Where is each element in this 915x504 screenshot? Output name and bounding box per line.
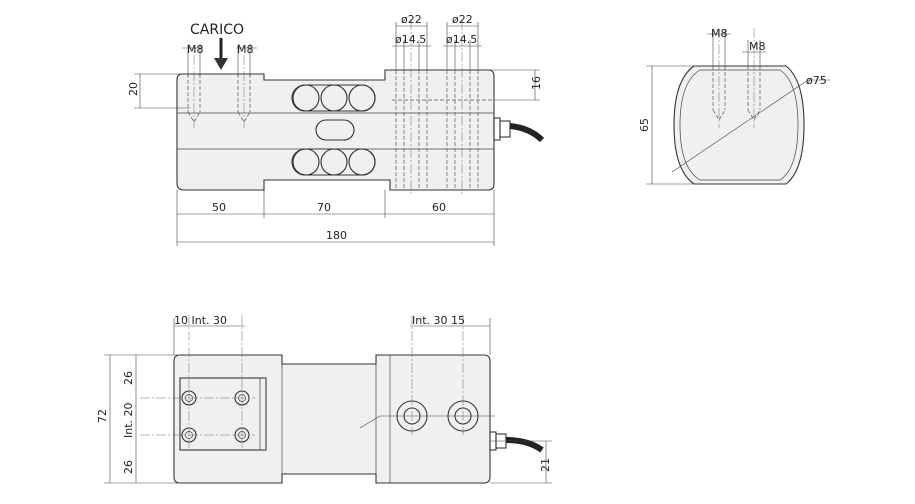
- bottom-int30-15-label: Int. 30 15: [412, 314, 465, 327]
- front-diameter-dims: [392, 22, 482, 70]
- side-m8-label-b: M8: [749, 40, 766, 53]
- front-m8-label-b: M8: [237, 43, 254, 56]
- bottom-h21-label: 21: [539, 458, 552, 472]
- bottom-view: 10 Int. 30 Int. 30 15 72 26 Int. 20 26 2…: [96, 314, 552, 484]
- front-w180-label: 180: [326, 229, 347, 242]
- binocular-cutout: [291, 84, 376, 176]
- front-w50-label: 50: [212, 201, 226, 214]
- load-label: CARICO: [190, 22, 244, 38]
- front-h20-label: 20: [127, 82, 140, 96]
- side-d75-label: ø75: [806, 74, 827, 87]
- bottom-h72-label: 72: [96, 409, 109, 423]
- front-view: CARICO M8 M8 ø22 ø22 ø: [127, 13, 545, 246]
- load-arrow: [214, 38, 228, 70]
- front-d22-label-b: ø22: [452, 13, 473, 26]
- front-d145-label-b: ø14.5: [446, 33, 477, 46]
- side-view: ø75 M8 M8 65: [638, 27, 830, 185]
- front-left-holes: [187, 55, 251, 128]
- bottom-body: [173, 354, 491, 484]
- front-w70-label: 70: [317, 201, 331, 214]
- side-m8-label-a: M8: [711, 27, 728, 40]
- front-width-dims: [176, 190, 495, 246]
- side-holes: [712, 28, 761, 128]
- side-m8-dims: [707, 30, 766, 66]
- front-m8-dims: [182, 44, 257, 76]
- side-d75-leader: [671, 79, 809, 173]
- front-h16-label: 16: [530, 76, 543, 90]
- side-h65-label: 65: [638, 118, 651, 132]
- bottom-top-dims: [173, 318, 491, 355]
- front-m8-label-a: M8: [187, 43, 204, 56]
- bottom-h21-dim: [490, 440, 552, 484]
- side-body: [673, 65, 805, 185]
- bottom-10int30-label: 10 Int. 30: [174, 314, 227, 327]
- front-d145-label-a: ø14.5: [395, 33, 426, 46]
- bottom-int20-label: Int. 20: [122, 402, 135, 438]
- side-h65-dim: [646, 65, 694, 185]
- front-h16-dim: [488, 69, 540, 101]
- front-d22-label-a: ø22: [401, 13, 422, 26]
- bottom-left-dims: [104, 354, 180, 484]
- front-cable-gland: [493, 117, 545, 143]
- front-h20-dim: [134, 73, 190, 109]
- front-body: [176, 69, 495, 191]
- front-right-bores: [392, 20, 494, 195]
- bottom-26a-label: 26: [122, 371, 135, 385]
- front-w60-label: 60: [432, 201, 446, 214]
- bottom-26b-label: 26: [122, 460, 135, 474]
